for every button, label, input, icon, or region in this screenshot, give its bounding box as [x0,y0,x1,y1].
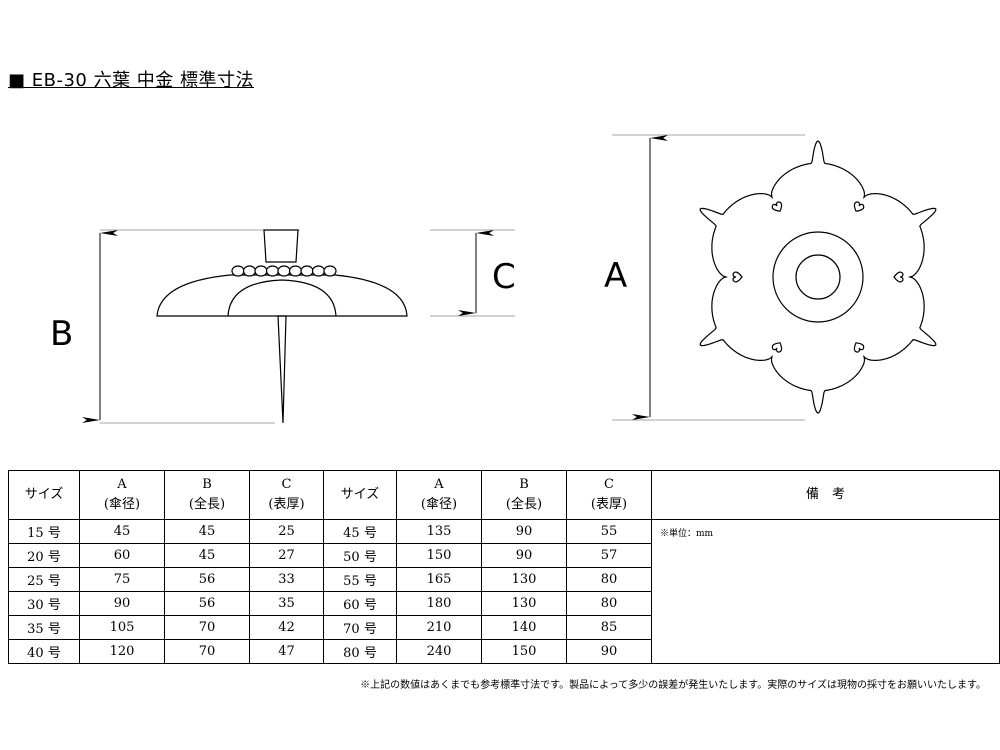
table-cell: 90 [79,591,165,616]
bead [231,265,245,277]
label-a: A [604,256,627,296]
table-cell: 27 [249,543,324,568]
column-header: A (傘径) [79,470,165,520]
bead [311,265,326,277]
footnote: ※上記の数値はあくまでも参考標準寸法です。製品によって多少の誤差が発生いたします… [360,680,986,691]
bead [300,265,314,277]
top-view [612,134,937,421]
header-label: B [519,477,529,492]
table-cell: 25 [249,519,324,544]
table-cell: 90 [481,543,567,568]
table-cell: 240 [396,639,482,664]
table-cell: 60 [79,543,165,568]
header-label: サイズ [340,487,380,502]
table-cell: 80 号 [323,639,397,664]
header-sub: (全長) [505,497,543,512]
header-sub: (表厚) [268,497,305,512]
header-sub: (全長) [188,497,226,512]
table-cell: 135 [396,519,482,544]
table-cell: 120 [79,639,165,664]
table-cell: 50 号 [323,543,397,568]
table-cell: 15 号 [8,519,80,544]
remarks-header: 備 考 [651,470,1000,520]
header-sub: (表厚) [590,497,628,512]
table-cell: 85 [566,615,652,640]
side-view [82,229,515,424]
bead [265,265,280,277]
header-label: C [281,477,292,492]
table-cell: 45 [164,519,250,544]
page-title: ■ EB-30 六葉 中金 標準寸法 [8,70,255,91]
table-cell: 45 号 [323,519,397,544]
bead [288,265,303,277]
table-cell: 210 [396,615,482,640]
table-cell: 56 [164,591,250,616]
header-sub: (傘径) [103,497,141,512]
table-cell: 20 号 [8,543,80,568]
heart-cutout [771,201,783,212]
table-cell: 180 [396,591,482,616]
table-cell: 42 [249,615,324,640]
table-cell: 25 号 [8,567,80,592]
heart-cutout [853,201,865,212]
heart-cutout [853,342,865,353]
heart-cutout [893,271,904,283]
heart-cutout [732,271,743,283]
table-cell: 130 [481,567,567,592]
header-label: B [202,477,212,492]
column-header: C (表厚) [249,470,324,520]
table-cell: 140 [481,615,567,640]
bead [277,265,291,277]
bead [254,265,268,277]
bead [242,265,257,277]
table-cell: 130 [481,591,567,616]
table-cell: 80 [566,591,652,616]
table-cell: 55 号 [323,567,397,592]
dimension-drawing: B C A [50,134,937,424]
table-cell: 150 [396,543,482,568]
table-cell: 33 [249,567,324,592]
column-header: C (表厚) [566,470,652,520]
table-cell: 55 [566,519,652,544]
table-cell: 70 号 [323,615,397,640]
header-label: A [117,477,127,492]
column-header: サイズ [8,470,80,520]
table-cell: 165 [396,567,482,592]
table-cell: 57 [566,543,652,568]
header-label: サイズ [24,487,64,502]
column-header: B (全長) [164,470,250,520]
table-cell: 47 [249,639,324,664]
table-cell: 105 [79,615,165,640]
table-cell: 45 [79,519,165,544]
table-cell: 35 号 [8,615,80,640]
column-header: A (傘径) [396,470,482,520]
table-cell: 90 [566,639,652,664]
table-cell: 35 [249,591,324,616]
table-cell: 70 [164,639,250,664]
table-cell: 75 [79,567,165,592]
table-cell: 45 [164,543,250,568]
header-label: C [604,477,614,492]
table-cell: 80 [566,567,652,592]
table-cell: 56 [164,567,250,592]
table-cell: 90 [481,519,567,544]
heart-cutout [771,342,783,353]
header-sub: (傘径) [420,497,458,512]
table-cell: 70 [164,615,250,640]
label-b: B [50,314,73,354]
bead [323,265,337,277]
label-c: C [492,257,516,297]
table-cell: 30 号 [8,591,80,616]
table-cell: 60 号 [323,591,397,616]
remarks-cell: ※単位：mm [651,519,1000,664]
header-label: A [434,477,444,492]
column-header: B (全長) [481,470,567,520]
table-cell: 40 号 [8,639,80,664]
table-cell: 150 [481,639,567,664]
column-header: サイズ [323,470,397,520]
